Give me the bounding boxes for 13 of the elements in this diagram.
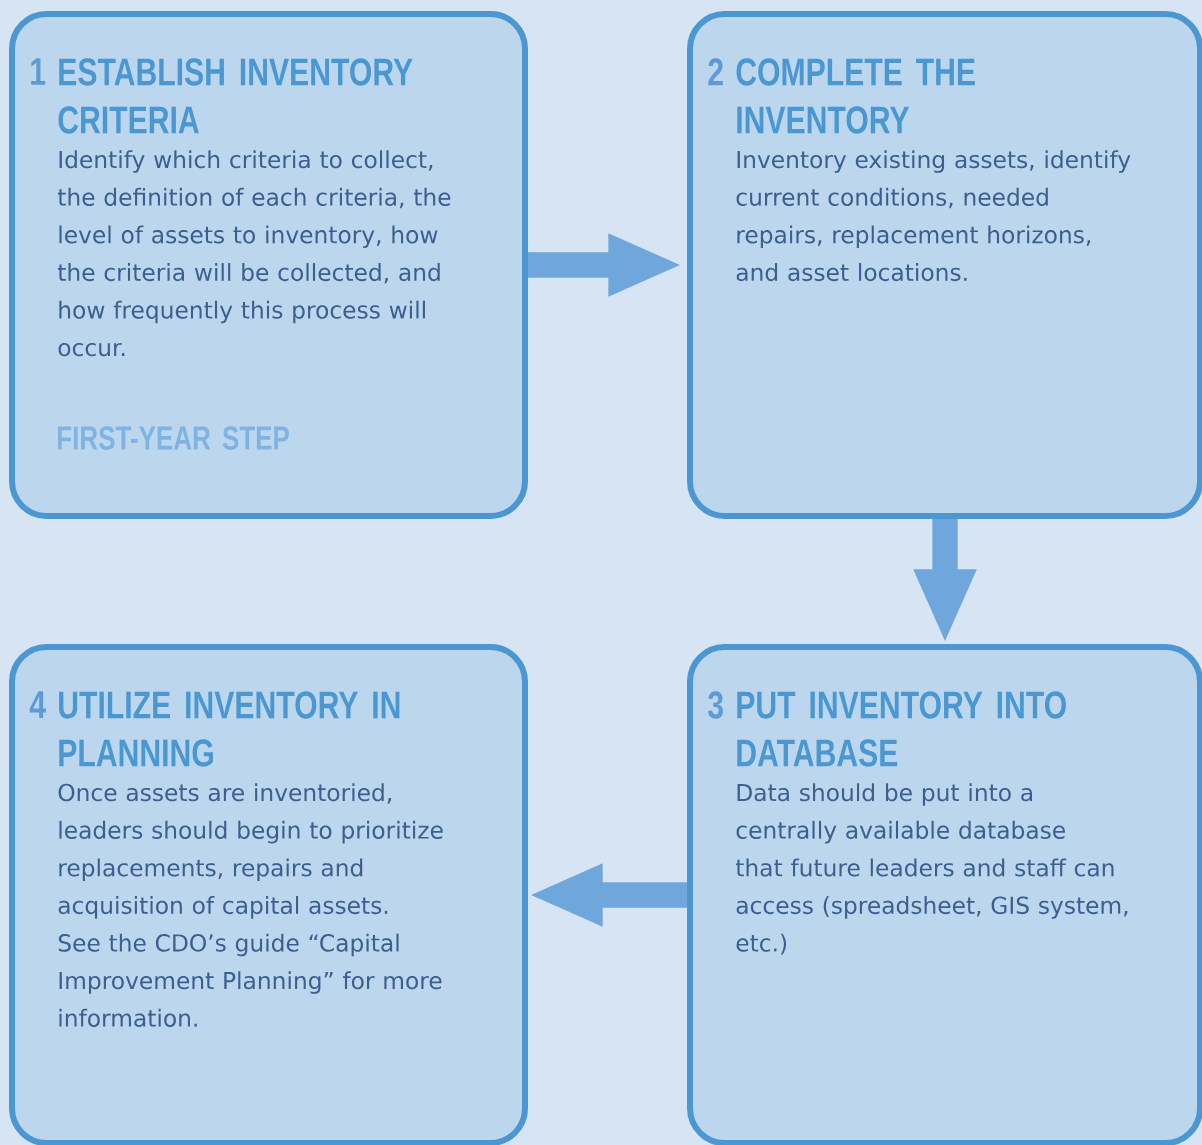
step-number: 1 (31, 58, 46, 85)
step-number: 2 (708, 58, 723, 86)
step-heading: COMPLETE THE INVENTORY (736, 58, 975, 134)
step-note: FIRST-YEAR STEP (58, 426, 289, 450)
step-heading: ESTABLISH INVENTORY CRITERIA (58, 58, 413, 134)
step-description: Data should be put into a centrally available database that future leaders and staff can access (spreadsheet, GIS system, etc.) (735, 783, 1128, 955)
step-number: 4 (29, 691, 46, 718)
step-description: Identify which criteria to collect, the definition of each criteria, the level of assets to inventory, how the criteria will be collected, and how frequently this process will occur. (57, 150, 451, 357)
step-heading: UTILIZE INVENTORY IN PLANNING (59, 691, 400, 767)
step-description: Once assets are inventoried, leaders should begin to prioritize replacements, repairs and acquisition of capital assets. See the CDO’s guide “Capital Improvement Planning” for more information. (58, 783, 443, 1027)
step-description: Inventory existing assets, identify current conditions, needed repairs, replacement horizons, and asset locations. (736, 150, 1131, 282)
step-heading: PUT INVENTORY INTO DATABASE (737, 691, 1066, 767)
step-number: 3 (707, 691, 723, 719)
